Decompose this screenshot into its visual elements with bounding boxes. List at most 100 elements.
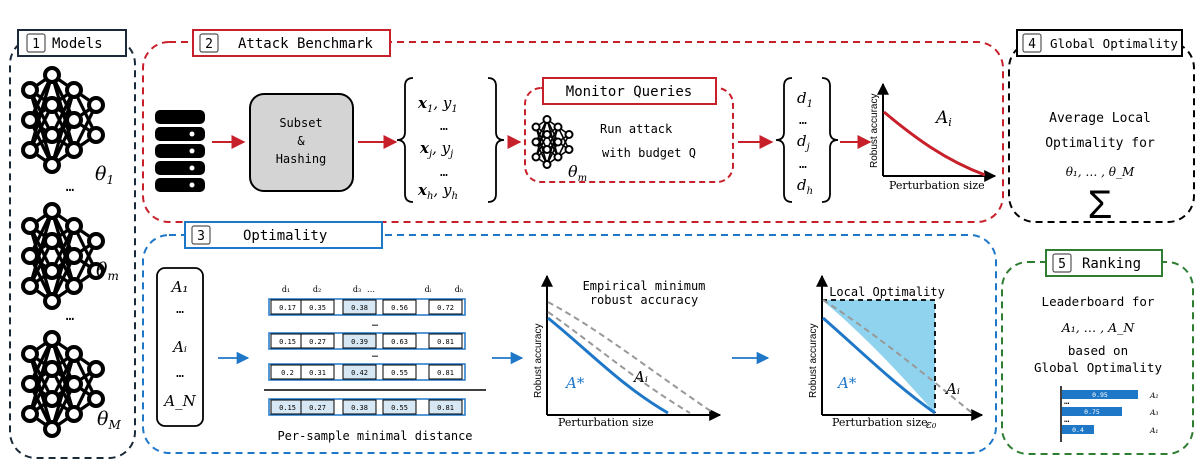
chart1-title-line-2: robust accuracy — [590, 293, 698, 307]
monitor-line-1: Run attack — [600, 122, 673, 136]
table-cell: 0.42 — [351, 369, 368, 377]
global-header: 4 Global Optimality — [1016, 29, 1183, 57]
ranking-header: 5 Ranking — [1045, 249, 1163, 277]
table-header-cell: … — [367, 285, 375, 294]
ranking-line-2: A₁, … , A_N — [1061, 320, 1136, 335]
model-networks — [21, 66, 105, 438]
chart1-attack-curve-upper — [547, 301, 713, 413]
table-cell: 0.27 — [309, 338, 326, 346]
chart1-xlabel: Perturbation size — [558, 416, 654, 429]
models-title: Models — [52, 36, 103, 52]
attack-curve-xlabel: Perturbation size — [889, 179, 985, 192]
samples-dots-2: … — [440, 165, 448, 180]
table-cell: 0.81 — [437, 338, 454, 346]
attack-header: 2 Attack Benchmark — [192, 29, 391, 57]
ranking-line-4: Global Optimality — [1034, 360, 1162, 375]
ranking-bar-tag: A₁ — [1149, 426, 1158, 435]
table-cell: 0.81 — [437, 369, 454, 377]
attack-curve-label: Ai — [934, 108, 952, 129]
table-cell: 0.56 — [391, 304, 408, 312]
ranking-dots: … — [1064, 415, 1070, 425]
distance-j: dj — [797, 132, 810, 153]
attack-item-i: Aᵢ — [171, 338, 187, 356]
table-header-cell: dₕ — [455, 285, 464, 294]
table-min-cell: 0.15 — [279, 404, 296, 412]
table-cell: 0.38 — [351, 304, 368, 312]
table-cell: 0.17 — [279, 304, 296, 312]
chart2-ai-curve — [822, 299, 973, 414]
monitor-title-box — [542, 77, 717, 105]
table-min-cell: 0.55 — [391, 404, 408, 412]
sample-h: xh, yh — [417, 181, 458, 202]
table-cell: 0.2 — [281, 369, 294, 377]
table-header-cell: d₃ — [353, 285, 361, 294]
table-cell: 0.72 — [437, 304, 454, 312]
local-optimality-bound — [822, 299, 936, 413]
monitor-title: Monitor Queries — [566, 84, 692, 100]
ranking-number: 5 — [1058, 257, 1066, 272]
network-icon-monitor — [531, 115, 574, 169]
attack-title: Attack Benchmark — [238, 36, 373, 52]
table-cell: 0.31 — [309, 369, 326, 377]
chart2-title: Local Optimality — [829, 285, 945, 299]
models-ellipsis-2: … — [66, 308, 74, 324]
global-line-1: Average Local — [1049, 111, 1151, 126]
chart1-attack-curve-lower — [547, 311, 691, 414]
subset-line-3: Hashing — [276, 152, 327, 166]
table-min-cell: 0.27 — [309, 404, 326, 412]
table-cell: 0.15 — [279, 338, 296, 346]
table-row-dots: … — [372, 318, 378, 329]
optimality-number: 3 — [197, 229, 205, 244]
monitor-network-icon — [531, 115, 574, 169]
models-header: 1 Models — [17, 29, 127, 57]
chart2-astar-label: A* — [836, 374, 857, 392]
monitor-theta: θm — [568, 162, 587, 184]
global-line-2: Optimality for — [1045, 136, 1155, 151]
attack-item-N: A_N — [162, 392, 196, 410]
optimality-panel — [142, 234, 997, 454]
global-line-3: θ₁, … , θ_M — [1066, 165, 1135, 179]
monitor-box — [524, 87, 734, 183]
global-sigma: Σ — [1088, 183, 1113, 227]
model-label-1: θ1 — [95, 163, 114, 187]
ranking-line-1: Leaderboard for — [1042, 294, 1155, 309]
attack-item-1: A₁ — [170, 278, 189, 296]
table-caption: Per-sample minimal distance — [277, 429, 472, 443]
ranking-bar-value: 0.95 — [1092, 391, 1108, 399]
ranking-line-3: based on — [1068, 343, 1128, 358]
table-row-dots: … — [372, 349, 378, 360]
ranking-bar-tag: A₂ — [1149, 391, 1158, 400]
samples-dots-1: … — [440, 119, 448, 134]
distance-dots-1: … — [799, 113, 807, 128]
attack-curve-line — [883, 110, 986, 177]
attack-item-dots-1: … — [176, 302, 184, 317]
table-cell: 0.63 — [391, 338, 408, 346]
attack-item-dots-2: … — [176, 366, 184, 381]
chart1-ai-label: Aᵢ — [632, 368, 648, 386]
network-icon-1 — [21, 66, 105, 174]
distance-dots-2: … — [799, 157, 807, 172]
ranking-bar — [1062, 425, 1094, 434]
table-header-cell: d₁ — [282, 285, 290, 294]
model-label-M: θM — [97, 408, 121, 432]
local-optimality-chart: Local Optimality Robust accuracy Perturb… — [808, 274, 984, 431]
ranking-dots: … — [1064, 397, 1070, 407]
chart1-title-line-1: Empirical minimum — [583, 279, 706, 293]
global-number: 4 — [1028, 37, 1036, 52]
attack-panel — [142, 41, 1004, 223]
empirical-min-chart: Empirical minimum robust accuracy Robust… — [533, 274, 722, 429]
distance-1: d1 — [797, 89, 813, 110]
subset-line-2: & — [297, 134, 305, 148]
table-header-cell: d₂ — [313, 285, 321, 294]
chart1-ylabel: Robust accuracy — [533, 324, 544, 398]
ranking-bar-tag: A₃ — [1149, 408, 1158, 417]
model-label-m: θm — [96, 259, 119, 283]
ranking-bar — [1062, 407, 1122, 416]
distances-right-brace — [821, 77, 839, 203]
distances-left-brace — [775, 77, 793, 203]
